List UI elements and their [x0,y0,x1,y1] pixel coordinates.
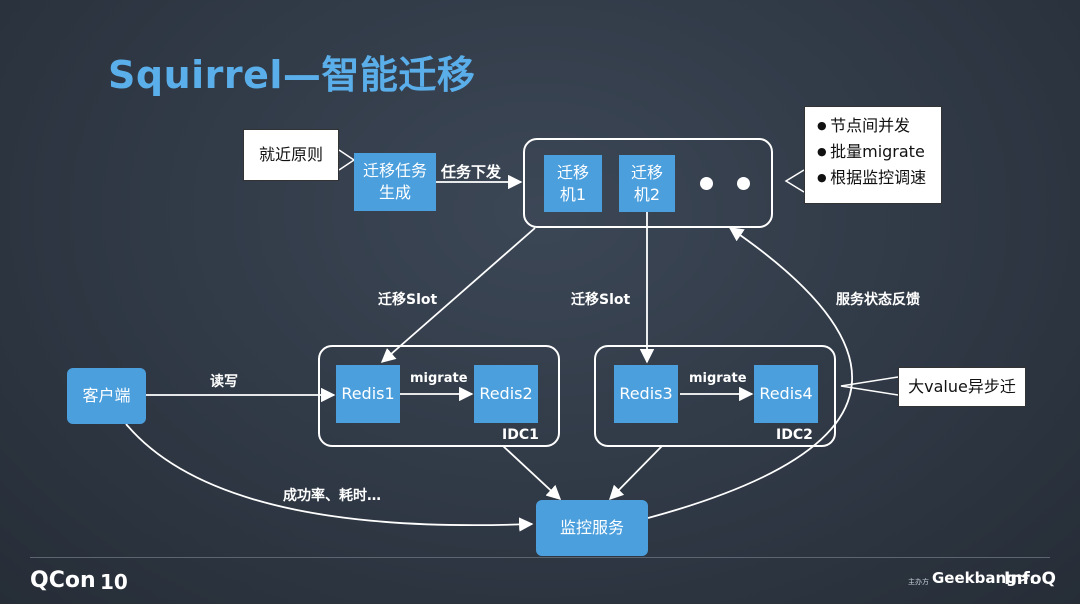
task-generation-line2: 生成 [378,183,411,202]
client-text: 客户端 [82,386,131,405]
migration-machine-1: 迁移 机1 [544,155,602,212]
nearby-principle-note: 就近原则 [243,129,339,181]
big-value-text: 大value异步迁 [908,377,1016,396]
arrow-feedback [647,227,854,519]
nearby-principle-text: 就近原则 [258,145,323,164]
migrate-slot-label-2: 迁移Slot [571,292,631,308]
metrics-label: 成功率、耗时… [283,488,381,504]
client-node: 客户端 [67,368,146,424]
redis4-text: Redis4 [759,384,813,403]
arrow-idc2-monitor [608,445,663,501]
redis3-node: Redis3 [614,365,678,423]
feedback-label: 服务状态反馈 [836,292,920,308]
task-generation-node: 迁移任务 生成 [354,153,436,211]
task-generation-line1: 迁移任务 [362,161,427,180]
redis3-text: Redis3 [619,384,673,403]
migrate-label-1: migrate [410,371,468,386]
migration-machine-1-line1: 迁移 [556,162,589,182]
feature-item: 根据监控调速 [817,165,931,191]
arrow-migrate-slot-1 [380,227,536,363]
dispatch-label: 任务下发 [441,163,502,181]
idc1-group [318,345,560,447]
ellipsis-dot [700,177,713,190]
big-value-note: 大value异步迁 [898,367,1026,407]
footer-divider [30,557,1050,558]
geekbang-logo: Geekbang>. [932,569,1036,587]
callout-bigvalue-pointer [840,376,899,396]
monitor-service-node: 监控服务 [536,500,648,556]
infoq-logo: InfoQ [1004,569,1056,589]
migration-machine-1-line2: 机1 [559,184,587,204]
features-note: 节点间并发 批量migrate 根据监控调速 [804,106,942,204]
monitor-service-text: 监控服务 [559,518,624,537]
redis1-node: Redis1 [336,365,400,423]
redis1-text: Redis1 [341,384,395,403]
page-title: Squirrel—智能迁移 [108,53,476,97]
redis2-node: Redis2 [474,365,538,423]
idc2-group [594,345,836,447]
redis4-node: Redis4 [754,365,818,423]
migration-machine-2: 迁移 机2 [619,155,675,212]
arrow-client-monitor [125,423,534,532]
migration-machine-2-line2: 机2 [633,184,661,204]
host-label: 主办方 [908,578,929,586]
feature-item: 批量migrate [817,139,931,165]
feature-item: 节点间并发 [817,113,931,139]
migrate-slot-label-1: 迁移Slot [378,292,438,308]
qcon-10-logo: 10 [100,570,128,594]
migration-machine-cluster [523,138,773,228]
redis2-text: Redis2 [479,384,533,403]
callout-features-pointer [784,169,805,193]
read-write-label: 读写 [210,374,238,390]
idc2-label: IDC2 [776,427,813,443]
callout-nearby-pointer [338,149,356,171]
ellipsis-dot [737,177,750,190]
arrow-idc1-monitor [502,445,562,500]
migrate-label-2: migrate [689,371,747,386]
idc1-label: IDC1 [502,427,539,443]
migration-machine-2-line1: 迁移 [630,162,663,182]
qcon-logo: QCon [30,568,96,593]
